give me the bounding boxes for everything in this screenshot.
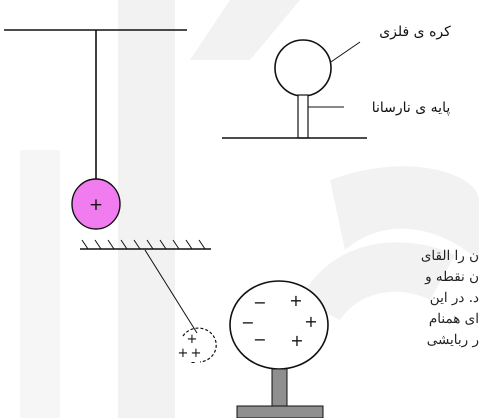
body-text: ن را القای ن نقطه و د. در این ای همنام ر…	[329, 246, 479, 351]
conductor-charge-6: +	[290, 331, 303, 350]
body-text-line: د. در این	[429, 290, 479, 306]
body-text-line: ن نقطه و	[425, 269, 479, 285]
charged-ball	[71, 178, 121, 230]
conductor-charge-5: −	[253, 330, 266, 349]
conductor-charge-1: −	[253, 293, 266, 312]
zoom-inset-outline	[182, 327, 217, 363]
body-text-line: ر ربایشی	[426, 332, 479, 348]
conductor-charge-3: −	[241, 313, 254, 332]
inset-charge-4: -	[191, 355, 195, 369]
body-text-line: ن را القای	[420, 248, 479, 264]
surface-hatching	[81, 239, 206, 250]
body-text-line: ای همنام	[428, 311, 479, 327]
metal-sphere-label: کره ی فلزی	[379, 24, 451, 40]
conductor-stand-post	[271, 368, 288, 408]
zoom-leader	[144, 249, 198, 334]
insulating-stand-label: پایه ی نارسانا	[372, 100, 451, 116]
conductor-charge-2: +	[289, 291, 302, 310]
conductor-on-stand: − + − + − +	[229, 280, 329, 418]
conductor-charge-4: +	[304, 312, 317, 331]
inset-charge-1: +	[187, 332, 198, 347]
pendulum: +	[4, 29, 187, 230]
inset-charge-3: +	[191, 346, 202, 361]
inset-charge-2: +	[178, 346, 189, 361]
hatched-surface: + + + -	[80, 239, 217, 369]
watermark	[20, 0, 479, 418]
metal-sphere-setup: کره ی فلزی پایه ی نارسانا	[222, 24, 451, 139]
ball-charge: +	[89, 195, 103, 215]
metal-sphere	[274, 39, 332, 97]
insulating-post	[297, 94, 309, 139]
conductor-stand-base	[236, 405, 324, 418]
